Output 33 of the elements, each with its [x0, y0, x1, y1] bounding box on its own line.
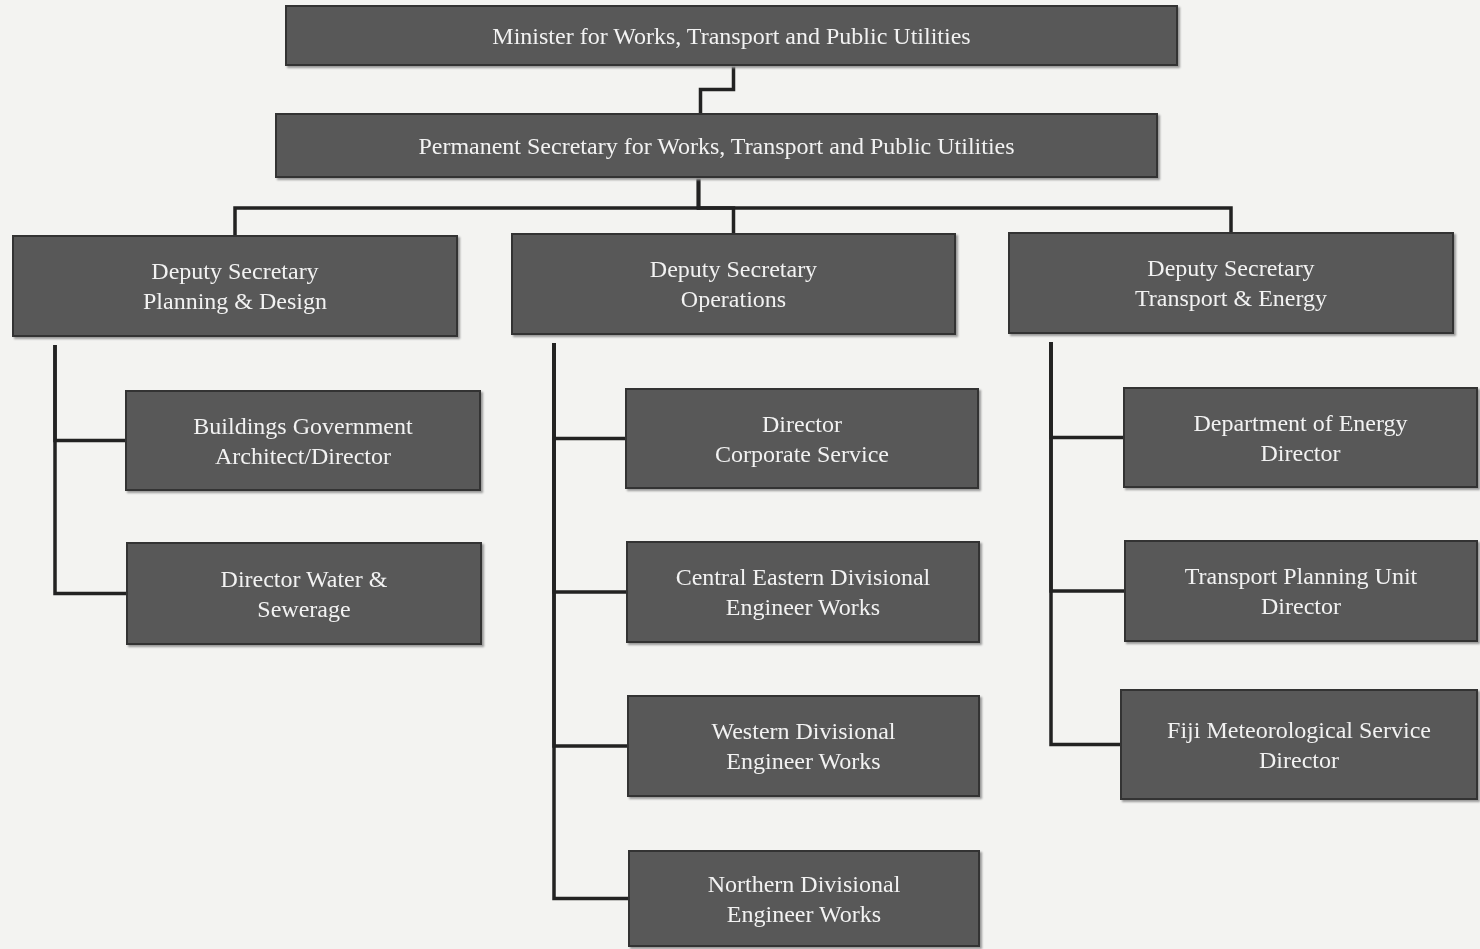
org-box — [625, 388, 979, 489]
org-box — [1008, 232, 1454, 334]
position-title: Fiji Meteorological Service Director — [1166, 715, 1432, 775]
org-box — [511, 233, 956, 335]
position-title: Western Divisional Engineer Works — [710, 717, 897, 776]
org-box — [12, 235, 458, 337]
connector-line — [696, 178, 1233, 232]
org-box — [285, 5, 1178, 66]
position-title: Director Corporate Service — [714, 409, 890, 469]
position-title: Central Eastern Divisional Engineer Works — [674, 563, 932, 622]
position-title: Deputy Secretary Transport & Energy — [1134, 254, 1328, 313]
position-title: Permanent Secretary for Works, Transport and Public Utilities — [418, 131, 1015, 161]
position-title: Minister for Works, Transport and Public Utilities — [492, 21, 971, 51]
position-title: Buildings Government Architect/Director — [192, 411, 414, 471]
org-box — [626, 541, 980, 643]
connector-line — [698, 66, 736, 113]
org-box — [1124, 540, 1478, 642]
org-box — [1123, 387, 1478, 488]
org-box — [126, 542, 482, 645]
org-box — [627, 695, 980, 797]
position-title: Northern Divisional Engineer Works — [706, 869, 902, 929]
connector-line — [1049, 342, 1120, 747]
org-box — [1120, 689, 1478, 800]
org-box — [275, 113, 1158, 178]
org-box — [628, 850, 980, 947]
position-title: Deputy Secretary Planning & Design — [142, 257, 328, 316]
position-title: Transport Planning Unit Director — [1183, 562, 1419, 621]
connector-line — [53, 345, 126, 596]
org-box — [125, 390, 481, 491]
position-title: Department of Energy Director — [1192, 408, 1409, 468]
position-title: Director Water & Sewerage — [219, 564, 389, 624]
position-title: Deputy Secretary Operations — [648, 255, 819, 314]
connector-line — [552, 343, 628, 901]
